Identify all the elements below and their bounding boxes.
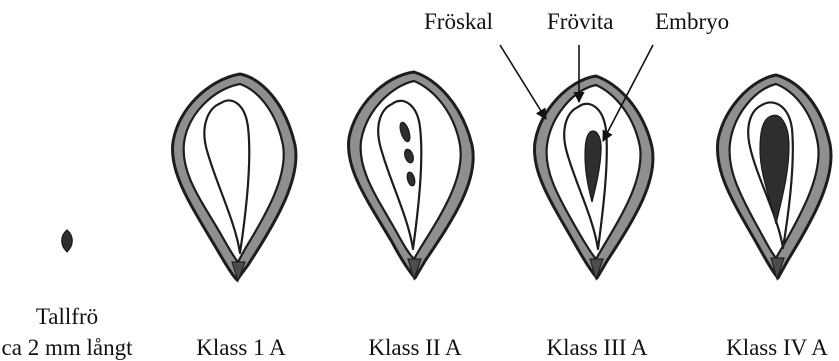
seed-class-4 xyxy=(717,75,831,279)
seed-coat-arrow xyxy=(500,45,546,119)
class-4-label: Klass IV A xyxy=(726,335,828,360)
seed-class-1 xyxy=(173,74,296,281)
class-3-label: Klass III A xyxy=(547,335,648,360)
small-seed-label-line1: Tallfrö xyxy=(36,304,98,329)
seed-coat-label: Fröskal xyxy=(424,9,493,34)
seed-class-3 xyxy=(534,76,653,279)
embryo-label: Embryo xyxy=(655,9,729,34)
small-seed-shape xyxy=(62,230,73,252)
seed-interior-1 xyxy=(184,84,284,262)
endosperm-label: Frövita xyxy=(547,9,613,34)
small-pine-seed xyxy=(62,230,73,252)
class-1-label: Klass 1 A xyxy=(196,335,286,360)
seed-interior-2 xyxy=(361,81,461,259)
class-2-label: Klass II A xyxy=(368,335,462,360)
seed-class-2 xyxy=(349,72,474,279)
small-seed-label-line2: ca 2 mm långt xyxy=(2,335,134,360)
